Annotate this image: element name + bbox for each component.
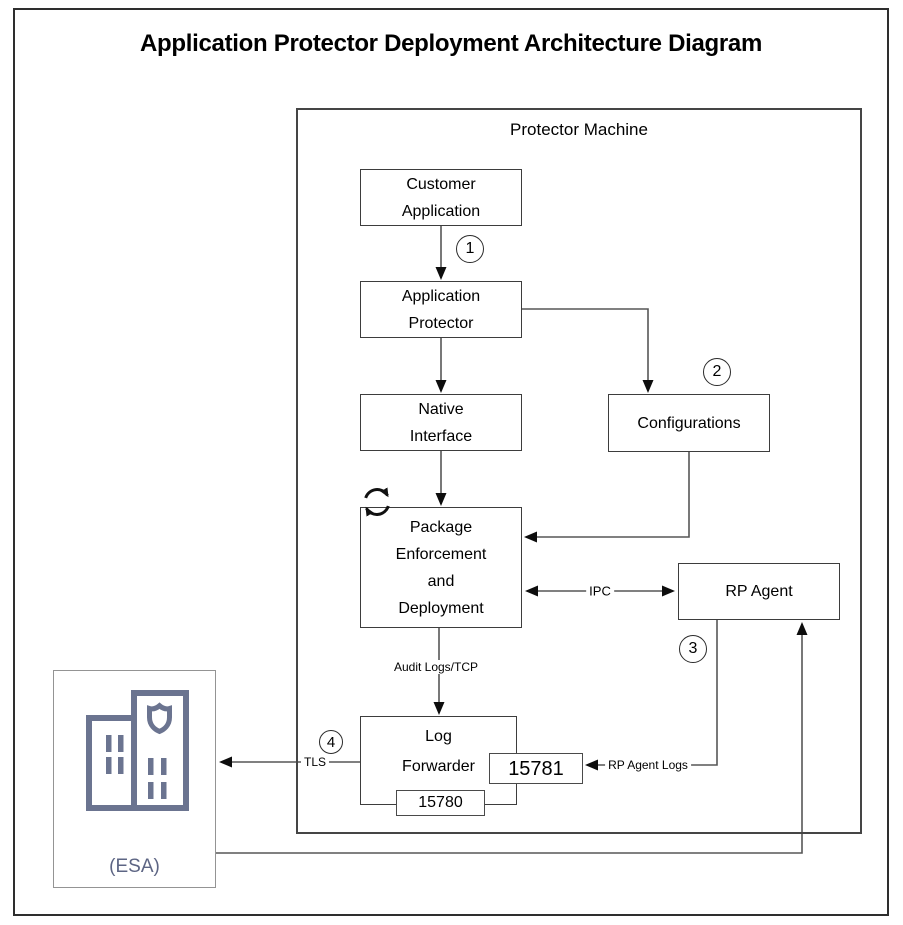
node-rp-agent: RP Agent — [678, 563, 840, 620]
node-application-protector: Application Protector — [360, 281, 522, 338]
edge-configurations-to-package — [524, 452, 690, 543]
node-native-interface: Native Interface — [360, 394, 522, 451]
protector-machine-group — [296, 108, 862, 834]
edge-label-tls: TLS — [300, 755, 330, 769]
diagram-border — [13, 8, 889, 916]
protector-machine-label: Protector Machine — [510, 120, 648, 139]
diagram-title: Application Protector Deployment Archite… — [140, 30, 762, 57]
step-circle-3: 3 — [679, 635, 707, 663]
edge-app-protector-to-configurations — [522, 308, 654, 393]
edge-label-audit-logs: Audit Logs/TCP — [390, 660, 482, 674]
edge-label-rp-agent-logs: RP Agent Logs — [605, 758, 691, 772]
node-port-15781: 15781 — [489, 753, 583, 784]
edge-esa-to-rp-agent — [216, 622, 808, 854]
sync-cycle-icon — [364, 487, 390, 517]
building-with-shield-icon — [86, 690, 189, 811]
node-port-15780: 15780 — [396, 790, 485, 816]
node-customer-application: Customer Application — [360, 169, 522, 226]
node-configurations: Configurations — [608, 394, 770, 452]
node-package-enforcement: Package Enforcement and Deployment — [360, 507, 522, 628]
step-circle-1: 1 — [456, 235, 484, 263]
esa-label: (ESA) — [109, 856, 160, 877]
edge-label-ipc: IPC — [586, 583, 614, 599]
step-circle-2: 2 — [703, 358, 731, 386]
step-circle-4: 4 — [319, 730, 343, 754]
